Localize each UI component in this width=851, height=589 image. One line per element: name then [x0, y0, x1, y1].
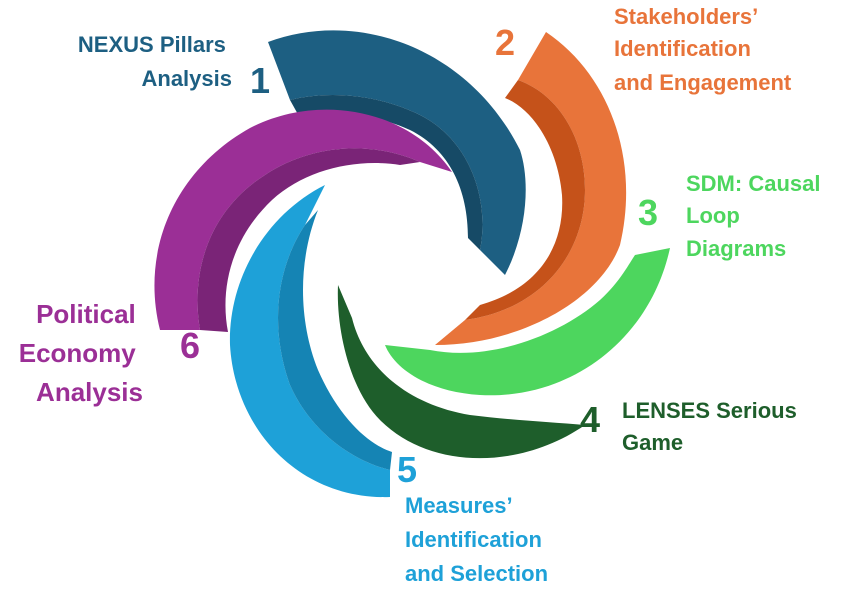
stage-2-number: 2: [495, 22, 515, 63]
stage-2-label-line: Stakeholders’: [614, 4, 757, 29]
stage-6-label: Political Economy Analysis: [19, 299, 143, 407]
stage-4-number: 4: [580, 399, 600, 440]
stage-5-label-line: Measures’: [405, 493, 512, 518]
stage-4-label: LENSES Serious Game: [622, 398, 803, 455]
blade-6: [154, 109, 452, 332]
stage-1-number: 1: [250, 60, 270, 101]
stage-6-label-line: Economy: [19, 338, 137, 368]
stage-3-number: 3: [638, 192, 658, 233]
blade-4: [337, 285, 585, 459]
stage-4-label-line: LENSES Serious: [622, 398, 797, 423]
stage-6-label-line: Political: [36, 299, 136, 329]
blade-2: [435, 32, 627, 345]
stage-1-label-line: NEXUS Pillars: [78, 32, 226, 57]
stage-1-label: NEXUS Pillars Analysis: [78, 32, 232, 91]
blade-5: [229, 185, 392, 498]
stage-3-label-line: SDM: Causal: [686, 171, 820, 196]
stage-5-label-line: Identification: [405, 527, 542, 552]
blade-3: [385, 248, 670, 396]
stage-5-label-line: and Selection: [405, 561, 548, 586]
stage-3-label-line: Diagrams: [686, 236, 786, 261]
stage-5-label: Measures’ Identification and Selection: [405, 493, 548, 586]
stage-2-label-line: Identification: [614, 36, 751, 61]
stage-4-label-line: Game: [622, 430, 683, 455]
stage-2-label: Stakeholders’ Identification and Engagem…: [614, 4, 792, 95]
blade-1: [268, 30, 526, 275]
stage-3-label: SDM: Causal Loop Diagrams: [686, 171, 827, 261]
stage-1-label-line: Analysis: [142, 66, 233, 91]
stage-6-number: 6: [180, 325, 200, 366]
stage-3-label-line: Loop: [686, 203, 740, 228]
stage-2-label-line: and Engagement: [614, 70, 792, 95]
stage-5-number: 5: [397, 449, 417, 490]
stage-6-label-line: Analysis: [36, 377, 143, 407]
